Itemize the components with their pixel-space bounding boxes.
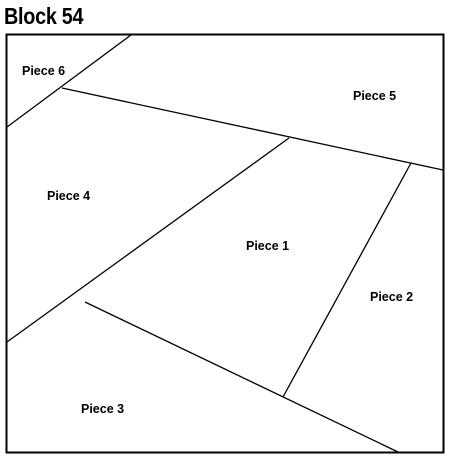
seam-piece5-bottom bbox=[61, 87, 444, 171]
piece-4-label: Piece 4 bbox=[47, 189, 90, 203]
block-title: Block 54 bbox=[4, 3, 84, 29]
piece-2-label: Piece 2 bbox=[370, 290, 413, 304]
piece-6-label: Piece 6 bbox=[22, 64, 65, 78]
piece-3-label: Piece 3 bbox=[81, 402, 124, 416]
seam-piece2-left bbox=[282, 162, 412, 398]
block-border bbox=[5, 33, 445, 454]
piece-5-label: Piece 5 bbox=[353, 89, 396, 103]
seam-piece6-top bbox=[6, 34, 132, 128]
piece-1-label: Piece 1 bbox=[246, 239, 289, 253]
seam-piece3-top bbox=[84, 301, 399, 453]
seam-piece4-right bbox=[6, 137, 290, 343]
